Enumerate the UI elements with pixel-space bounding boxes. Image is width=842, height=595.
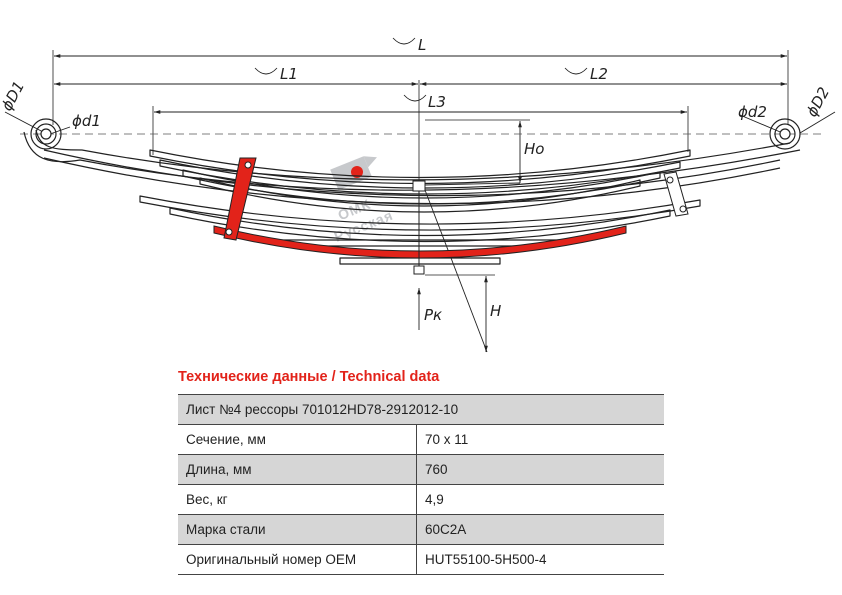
row-label: Оригинальный номер OEM (178, 544, 417, 575)
label-H: H (490, 302, 501, 320)
leaf-4 (159, 159, 681, 195)
specs-title: Технические данные / Technical data (178, 369, 440, 385)
specs-table: Лист №4 рессоры 701012HD78-2912012-10 Се… (178, 394, 664, 575)
leaf-10 (339, 257, 501, 265)
row-label: Сечение, мм (178, 424, 417, 455)
label-d1: ϕd1 (72, 112, 101, 130)
dimension-lines (4, 54, 836, 353)
row-label: Вес, кг (178, 484, 417, 515)
label-L1: L1 (280, 65, 298, 83)
row-value: 70 x 11 (416, 424, 664, 455)
arc-symbols (254, 37, 588, 102)
clamp-right (663, 171, 689, 217)
row-label: Длина, мм (178, 454, 417, 485)
watermark-dot (351, 166, 363, 178)
leaf-5 (182, 169, 661, 205)
centre-bolt (412, 180, 426, 275)
leaf-spring-drawing: L L1 L2 L3 ϕD1 ϕd1 ϕd2 ϕD2 Ho H Pк ОМК Р… (0, 36, 836, 353)
leader-d2 (739, 114, 786, 135)
leader-d1 (49, 126, 71, 135)
specs-header: Лист №4 рессоры 701012HD78-2912012-10 (178, 394, 664, 425)
label-D2: ϕD2 (803, 84, 833, 120)
eye-left (30, 118, 62, 150)
leaf-highlighted (213, 225, 627, 259)
label-L3: L3 (428, 93, 446, 111)
label-L: L (418, 36, 426, 54)
eye-right (769, 118, 801, 150)
row-value: 60С2А (416, 514, 664, 545)
leaf-main (23, 129, 801, 191)
label-d2: ϕd2 (738, 103, 767, 121)
leaf-7 (139, 195, 701, 231)
specs-header-row: Лист №4 рессоры 701012HD78-2912012-10 (178, 394, 664, 425)
table-row: Длина, мм 760 (178, 454, 664, 485)
leaf-3 (149, 149, 691, 185)
label-L2: L2 (590, 65, 608, 83)
table-row: Вес, кг 4,9 (178, 484, 664, 515)
row-value: HUT55100-5H500-4 (416, 544, 664, 575)
label-Ho: Ho (524, 140, 544, 158)
extension-lines (52, 50, 789, 276)
row-value: 4,9 (416, 484, 664, 515)
clamp-left (223, 157, 257, 241)
row-label: Марка стали (178, 514, 417, 545)
label-Pk: Pк (424, 306, 442, 324)
table-row: Марка стали 60С2А (178, 514, 664, 545)
label-D1: ϕD1 (0, 78, 28, 114)
leaf-8 (169, 207, 671, 243)
leaf-6 (199, 177, 641, 213)
leader-D2 (799, 111, 836, 134)
row-value: 760 (416, 454, 664, 485)
table-row: Оригинальный номер OEM HUT55100-5H500-4 (178, 544, 664, 575)
table-row: Сечение, мм 70 x 11 (178, 424, 664, 455)
leader-D1 (4, 111, 46, 134)
